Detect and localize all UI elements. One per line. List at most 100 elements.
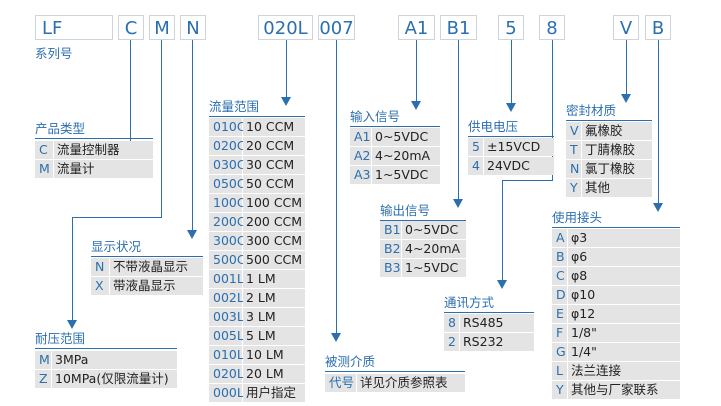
option-code: 代号 <box>325 374 356 392</box>
option-value: 200 CCM <box>243 213 305 231</box>
option-value: 其他 <box>582 179 652 197</box>
option-value: 20 LM <box>243 365 305 383</box>
title-underline <box>566 120 652 121</box>
arrow-down-icon <box>506 103 516 112</box>
series-label: 系列号 <box>35 46 73 61</box>
option-code: 020L <box>209 365 244 383</box>
title-underline <box>468 136 554 137</box>
option-code: 2 <box>444 333 459 351</box>
option-value: 30 CCM <box>243 156 305 174</box>
title-underline <box>35 348 177 349</box>
option-value: 其他与厂家联系 <box>568 381 680 399</box>
option-code: T <box>566 141 581 159</box>
option-value: 用户指定 <box>243 384 305 402</box>
option-code: 200C <box>209 213 246 231</box>
connector-line <box>511 40 512 103</box>
option-code: 8 <box>444 314 459 332</box>
option-value: 500 CCM <box>243 251 305 269</box>
option-code: X <box>91 277 109 295</box>
option-value: 流量计 <box>54 160 153 178</box>
option-value: φ12 <box>568 305 680 323</box>
option-value: 3MPa <box>52 351 177 369</box>
option-value: 24VDC <box>484 157 554 175</box>
code-box-medium: 007 <box>318 15 355 40</box>
option-code: Y <box>552 381 567 399</box>
option-code: 002L <box>209 289 244 307</box>
option-value: 3 LM <box>243 308 305 326</box>
option-code: 020C <box>209 137 246 155</box>
connector-line <box>72 217 73 320</box>
option-code: Y <box>566 179 581 197</box>
code-box-power: 5 <box>498 15 524 40</box>
medium-title: 被测介质 <box>325 354 376 369</box>
connector-line <box>416 40 417 101</box>
option-value: 0~5VDC <box>372 128 440 146</box>
code-box-display: N <box>180 15 206 40</box>
output-signal-title: 输出信号 <box>380 203 431 218</box>
option-code: A <box>552 229 567 247</box>
code-box-pressure: M <box>149 15 175 40</box>
option-value: 50 CCM <box>243 175 305 193</box>
option-code: 030C <box>209 156 246 174</box>
code-box-seal: V <box>613 15 639 40</box>
option-value: ±15VCD <box>484 138 554 156</box>
option-value: 10MPa(仅限流量计) <box>52 370 177 388</box>
option-value: 4~20mA <box>402 240 466 258</box>
option-code: A1 <box>350 128 371 146</box>
code-box-flow-range: 020L <box>258 15 313 40</box>
option-code: 050C <box>209 175 246 193</box>
arrow-down-icon <box>281 97 291 106</box>
option-value: 5 LM <box>243 327 305 345</box>
option-code: 300C <box>209 232 246 250</box>
option-value: 2 LM <box>243 289 305 307</box>
pressure-title: 耐压范围 <box>35 331 86 346</box>
arrow-down-icon <box>621 94 631 103</box>
option-value: 1~5VDC <box>372 166 440 184</box>
option-value: φ6 <box>568 248 680 266</box>
option-code: 010C <box>209 118 246 136</box>
option-code: V <box>566 122 581 140</box>
connector-line <box>286 40 287 98</box>
title-underline <box>325 371 465 372</box>
arrow-down-icon <box>67 320 77 329</box>
product-type-title: 产品类型 <box>35 121 86 136</box>
option-code: 000L <box>209 384 244 402</box>
option-value: φ8 <box>568 267 680 285</box>
option-value: φ3 <box>568 229 680 247</box>
option-value: φ10 <box>568 286 680 304</box>
title-underline <box>380 220 466 221</box>
option-value: 流量控制器 <box>54 141 153 159</box>
option-value: 4~20mA <box>372 147 440 165</box>
arrow-down-icon <box>411 101 421 110</box>
option-code: E <box>552 305 567 323</box>
option-code: D <box>552 286 567 304</box>
power-title: 供电电压 <box>468 119 519 134</box>
option-code: C <box>35 141 53 159</box>
arrow-down-icon <box>331 333 341 342</box>
option-code: Z <box>35 370 51 388</box>
option-code: N <box>566 160 581 178</box>
code-box-series: LF <box>35 15 113 40</box>
option-value: 1/8" <box>568 324 680 342</box>
option-code: F <box>552 324 567 342</box>
option-value: 100 CCM <box>243 194 305 212</box>
option-code: G <box>552 343 567 361</box>
flow-range-title: 流量范围 <box>209 99 260 114</box>
option-code: M <box>35 351 51 369</box>
option-value: RS485 <box>460 314 534 332</box>
connector-line <box>502 180 503 280</box>
display-title: 显示状况 <box>91 239 142 254</box>
title-underline <box>35 138 153 139</box>
title-underline <box>209 116 305 117</box>
option-code: 100C <box>209 194 246 212</box>
option-code: C <box>552 267 567 285</box>
title-underline <box>91 256 203 257</box>
option-value: 10 LM <box>243 346 305 364</box>
connector-line <box>72 217 162 218</box>
option-value: 不带液晶显示 <box>110 258 203 276</box>
option-code: B1 <box>380 221 401 239</box>
code-box-product-type: C <box>118 15 144 40</box>
connector-line <box>502 180 553 181</box>
title-underline <box>350 126 440 127</box>
connector-line <box>192 40 193 230</box>
